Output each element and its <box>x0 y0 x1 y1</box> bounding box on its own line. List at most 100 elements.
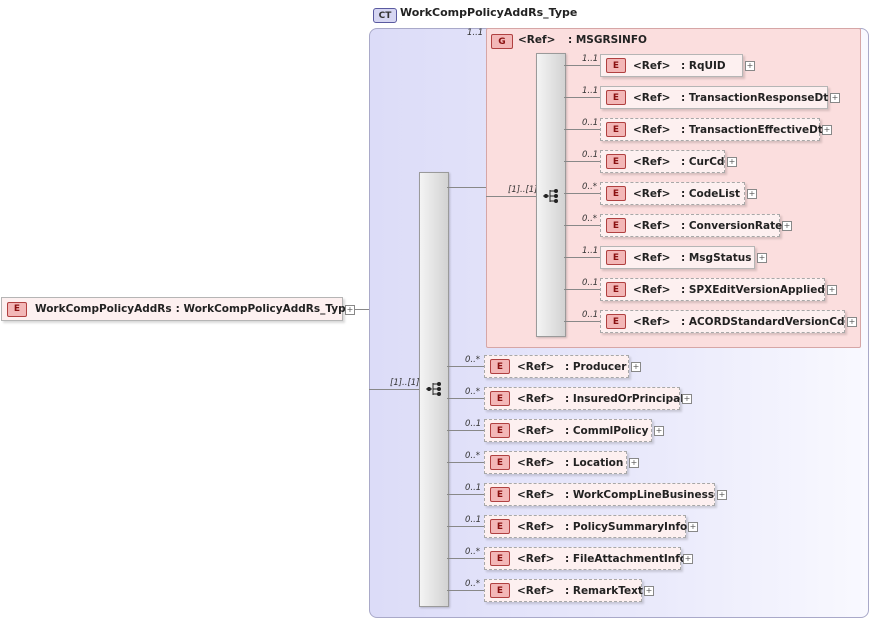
connector-line <box>564 289 600 290</box>
element-cardinality: 0..* <box>465 387 481 397</box>
element-name: : Location <box>565 456 624 469</box>
expand-button[interactable]: + <box>782 221 792 231</box>
element-name: : TransactionEffectiveDt <box>681 123 823 136</box>
element-rq-uid[interactable]: E<Ref>: RqUID <box>600 54 743 77</box>
connector-line <box>564 193 600 194</box>
connector-line <box>564 65 600 66</box>
element-cardinality: 0..1 <box>582 278 599 288</box>
element-cardinality: 0..1 <box>582 150 599 160</box>
element-msg-status[interactable]: E <Ref> : MsgStatus <box>600 246 755 269</box>
element-ref: <Ref> <box>517 360 555 373</box>
connector-line <box>486 196 536 197</box>
expand-button[interactable]: + <box>847 317 857 327</box>
group-cardinality: 1..1 <box>467 28 484 38</box>
expand-button[interactable]: + <box>747 189 757 199</box>
connector-line <box>447 398 484 399</box>
element-conversion-rate[interactable]: E<Ref>: ConversionRate <box>600 214 782 237</box>
group-name: : MSGRSINFO <box>568 34 647 46</box>
element-name: : FileAttachmentInfo <box>565 552 688 565</box>
element-cardinality: 0..1 <box>465 515 482 525</box>
root-element[interactable]: E WorkCompPolicyAddRs : WorkCompPolicyAd… <box>1 297 353 321</box>
element-ref: <Ref> <box>633 219 671 232</box>
element-badge: E <box>7 301 27 317</box>
element-name: : SPXEditVersionApplied <box>681 283 825 296</box>
root-expand-button[interactable]: + <box>345 305 355 315</box>
expand-button[interactable]: + <box>822 125 832 135</box>
element-badge: E <box>490 359 510 374</box>
element-cardinality: 1..1 <box>582 86 599 96</box>
element-producer[interactable]: E <Ref> : Producer <box>484 355 629 378</box>
element-cardinality: 0..* <box>465 451 481 461</box>
element-name: : CommlPolicy <box>565 424 649 437</box>
element-file-attachment-info[interactable]: E <Ref> : FileAttachmentInfo <box>484 547 687 570</box>
inner-sequence-bar <box>536 53 566 337</box>
element-transaction-effective-dt[interactable]: E <Ref> : TransactionEffectiveDt <box>600 118 823 141</box>
element-remark-text[interactable]: E<Ref>: RemarkText <box>484 579 643 602</box>
element-badge: E <box>490 423 510 438</box>
element-acordstandard-version-cd[interactable]: E<Ref>: ACORDStandardVersionCd <box>600 310 845 333</box>
expand-button[interactable]: + <box>683 554 693 564</box>
element-transaction-response-dt[interactable]: E <Ref> : TransactionResponseDt <box>600 86 828 109</box>
element-cur-cd[interactable]: E<Ref>: CurCd <box>600 150 725 173</box>
connector-line <box>564 97 600 98</box>
element-ref: <Ref> <box>517 424 555 437</box>
expand-button[interactable]: + <box>717 490 727 500</box>
expand-button[interactable]: + <box>688 522 698 532</box>
expand-button[interactable]: + <box>654 426 664 436</box>
element-ref: <Ref> <box>633 251 671 264</box>
element-spxedit-version-applied[interactable]: E<Ref>: SPXEditVersionApplied <box>600 278 825 301</box>
element-policy-summary-info[interactable]: E<Ref>: PolicySummaryInfo <box>484 515 687 538</box>
connector-line <box>447 494 484 495</box>
expand-button[interactable]: + <box>629 458 639 468</box>
element-cardinality: 0..1 <box>465 419 482 429</box>
element-comml-policy[interactable]: E <Ref> : CommlPolicy <box>484 419 652 442</box>
element-cardinality: 0..1 <box>582 118 599 128</box>
expand-button[interactable]: + <box>727 157 737 167</box>
element-code-list[interactable]: E<Ref>: CodeList <box>600 182 745 205</box>
element-ref: <Ref> <box>517 520 555 533</box>
element-insured-or-principal[interactable]: E<Ref>: InsuredOrPrincipal <box>484 387 684 410</box>
element-work-comp-line-business[interactable]: E<Ref>: WorkCompLineBusiness <box>484 483 715 506</box>
element-name: : MsgStatus <box>681 251 752 264</box>
element-name: : Producer <box>565 360 627 373</box>
element-ref: <Ref> <box>633 91 671 104</box>
complex-type-title: WorkCompPolicyAddRs_Type <box>400 6 578 19</box>
element-badge: E <box>606 90 626 105</box>
element-badge: E <box>606 186 626 201</box>
root-element-type: : WorkCompPolicyAddRs_Type <box>175 303 353 315</box>
element-badge: E <box>490 583 510 598</box>
connector-line <box>564 129 600 130</box>
expand-button[interactable]: + <box>827 285 837 295</box>
element-cardinality: 1..1 <box>582 246 599 256</box>
element-badge: E <box>606 250 626 265</box>
expand-button[interactable]: + <box>682 394 692 404</box>
expand-button[interactable]: + <box>644 586 654 596</box>
connector-line <box>564 257 600 258</box>
outer-sequence-cardinality: [1]..[1] <box>390 378 420 388</box>
element-name: : InsuredOrPrincipal <box>565 392 684 405</box>
element-badge: E <box>606 218 626 233</box>
connector-line <box>447 526 484 527</box>
expand-button[interactable]: + <box>830 93 840 103</box>
connector-line <box>447 590 484 591</box>
element-badge: E <box>606 122 626 137</box>
element-ref: <Ref> <box>517 488 555 501</box>
connector-line <box>447 558 484 559</box>
element-name: : TransactionResponseDt <box>681 91 829 104</box>
element-name: : RemarkText <box>565 584 643 597</box>
element-ref: <Ref> <box>633 123 671 136</box>
element-badge: E <box>490 487 510 502</box>
connector-line <box>564 161 600 162</box>
element-cardinality: 0..* <box>582 214 598 224</box>
element-badge: E <box>606 282 626 297</box>
expand-button[interactable]: + <box>745 61 755 71</box>
element-badge: E <box>490 551 510 566</box>
expand-button[interactable]: + <box>757 253 767 263</box>
connector-line <box>369 389 419 390</box>
connector-line <box>447 430 484 431</box>
expand-button[interactable]: + <box>631 362 641 372</box>
element-location[interactable]: E<Ref>: Location <box>484 451 627 474</box>
element-ref: <Ref> <box>517 456 555 469</box>
element-name: : CurCd <box>681 155 725 168</box>
element-ref: <Ref> <box>517 552 555 565</box>
